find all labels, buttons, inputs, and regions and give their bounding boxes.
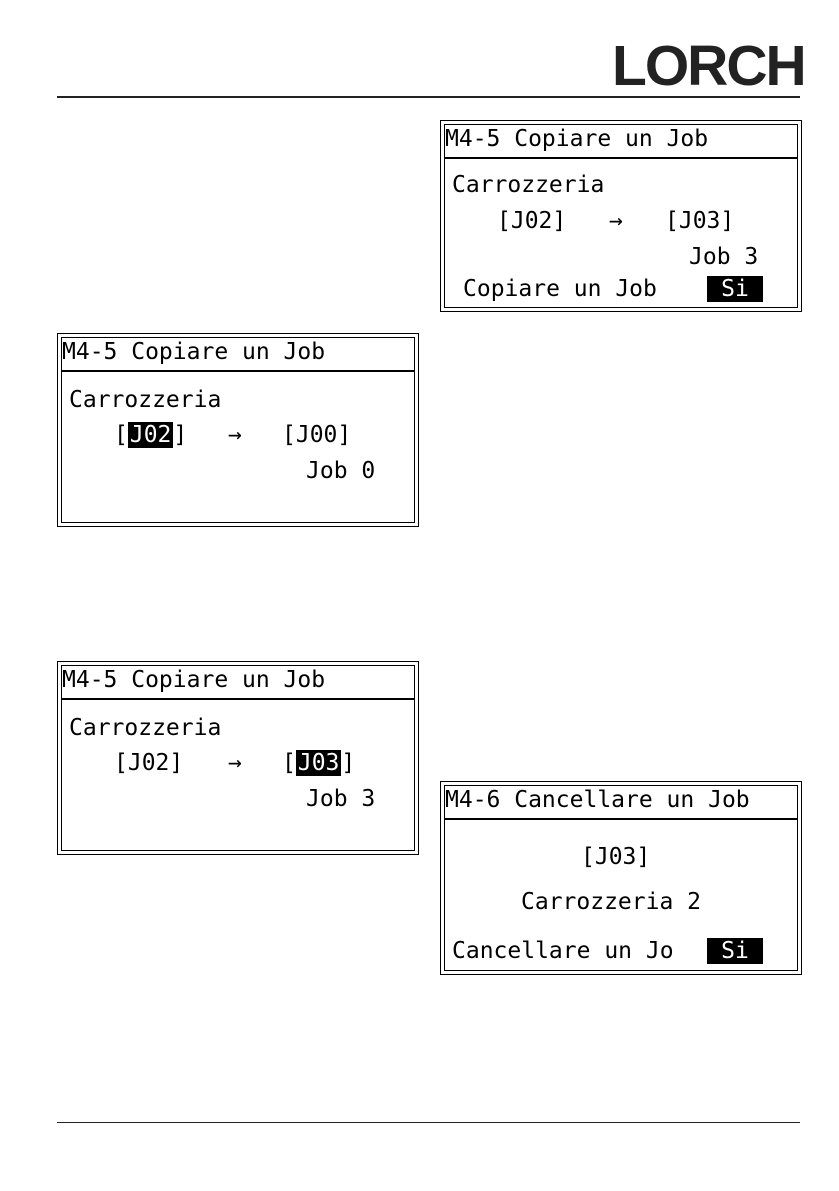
source-job-value[interactable]: J02: [128, 422, 174, 448]
target-job: [J00]: [282, 421, 351, 449]
lcd-screen-copy-select-source: M4-5 Copiare un Job Carrozzeria [J02] → …: [57, 333, 419, 527]
source-job: [J02]: [114, 749, 183, 777]
lcd-screen-copy-select-target: M4-5 Copiare un Job Carrozzeria [J02] → …: [57, 661, 419, 855]
source-job-selector[interactable]: [J02]: [114, 421, 187, 449]
screen-title: M4-5 Copiare un Job: [445, 125, 708, 153]
confirm-prompt: Cancellare un Jo: [452, 937, 674, 965]
confirm-yes-button[interactable]: Si: [707, 938, 763, 964]
bracket-open: [: [114, 422, 128, 448]
title-underline: [445, 818, 797, 820]
confirm-yes-button[interactable]: Si: [707, 276, 763, 302]
group-label: Carrozzeria: [69, 714, 221, 742]
target-job-selector[interactable]: [J03]: [282, 749, 355, 777]
confirm-prompt: Copiare un Job: [463, 275, 657, 303]
job-name: Carrozzeria 2: [521, 888, 701, 916]
arrow-icon: →: [228, 749, 242, 777]
target-job-value[interactable]: J03: [296, 750, 342, 776]
group-label: Carrozzeria: [69, 386, 221, 414]
lcd-screen-delete-confirm: M4-6 Cancellare un Job [J03] Carrozzeria…: [440, 781, 802, 975]
target-job: [J03]: [665, 207, 734, 235]
title-underline: [62, 698, 414, 700]
job-name: Job 0: [306, 457, 375, 485]
screen-title: M4-6 Cancellare un Job: [445, 786, 750, 814]
screen-title: M4-5 Copiare un Job: [62, 338, 325, 366]
job-name: Job 3: [689, 243, 758, 271]
title-underline: [445, 157, 797, 159]
lcd-screen-copy-confirm: M4-5 Copiare un Job Carrozzeria [J02] → …: [440, 120, 802, 312]
bracket-close: ]: [173, 422, 187, 448]
screen-title: M4-5 Copiare un Job: [62, 666, 325, 694]
arrow-icon: →: [609, 207, 623, 235]
arrow-icon: →: [228, 421, 242, 449]
group-label: Carrozzeria: [452, 171, 604, 199]
source-job: [J02]: [497, 207, 566, 235]
job-name: Job 3: [306, 785, 375, 813]
bracket-open: [: [282, 750, 296, 776]
title-underline: [62, 370, 414, 372]
bracket-close: ]: [341, 750, 355, 776]
job-number: [J03]: [581, 843, 650, 871]
brand-logo: LORCH: [612, 38, 804, 94]
footer-rule: [57, 1122, 800, 1123]
header-rule: [57, 96, 800, 98]
